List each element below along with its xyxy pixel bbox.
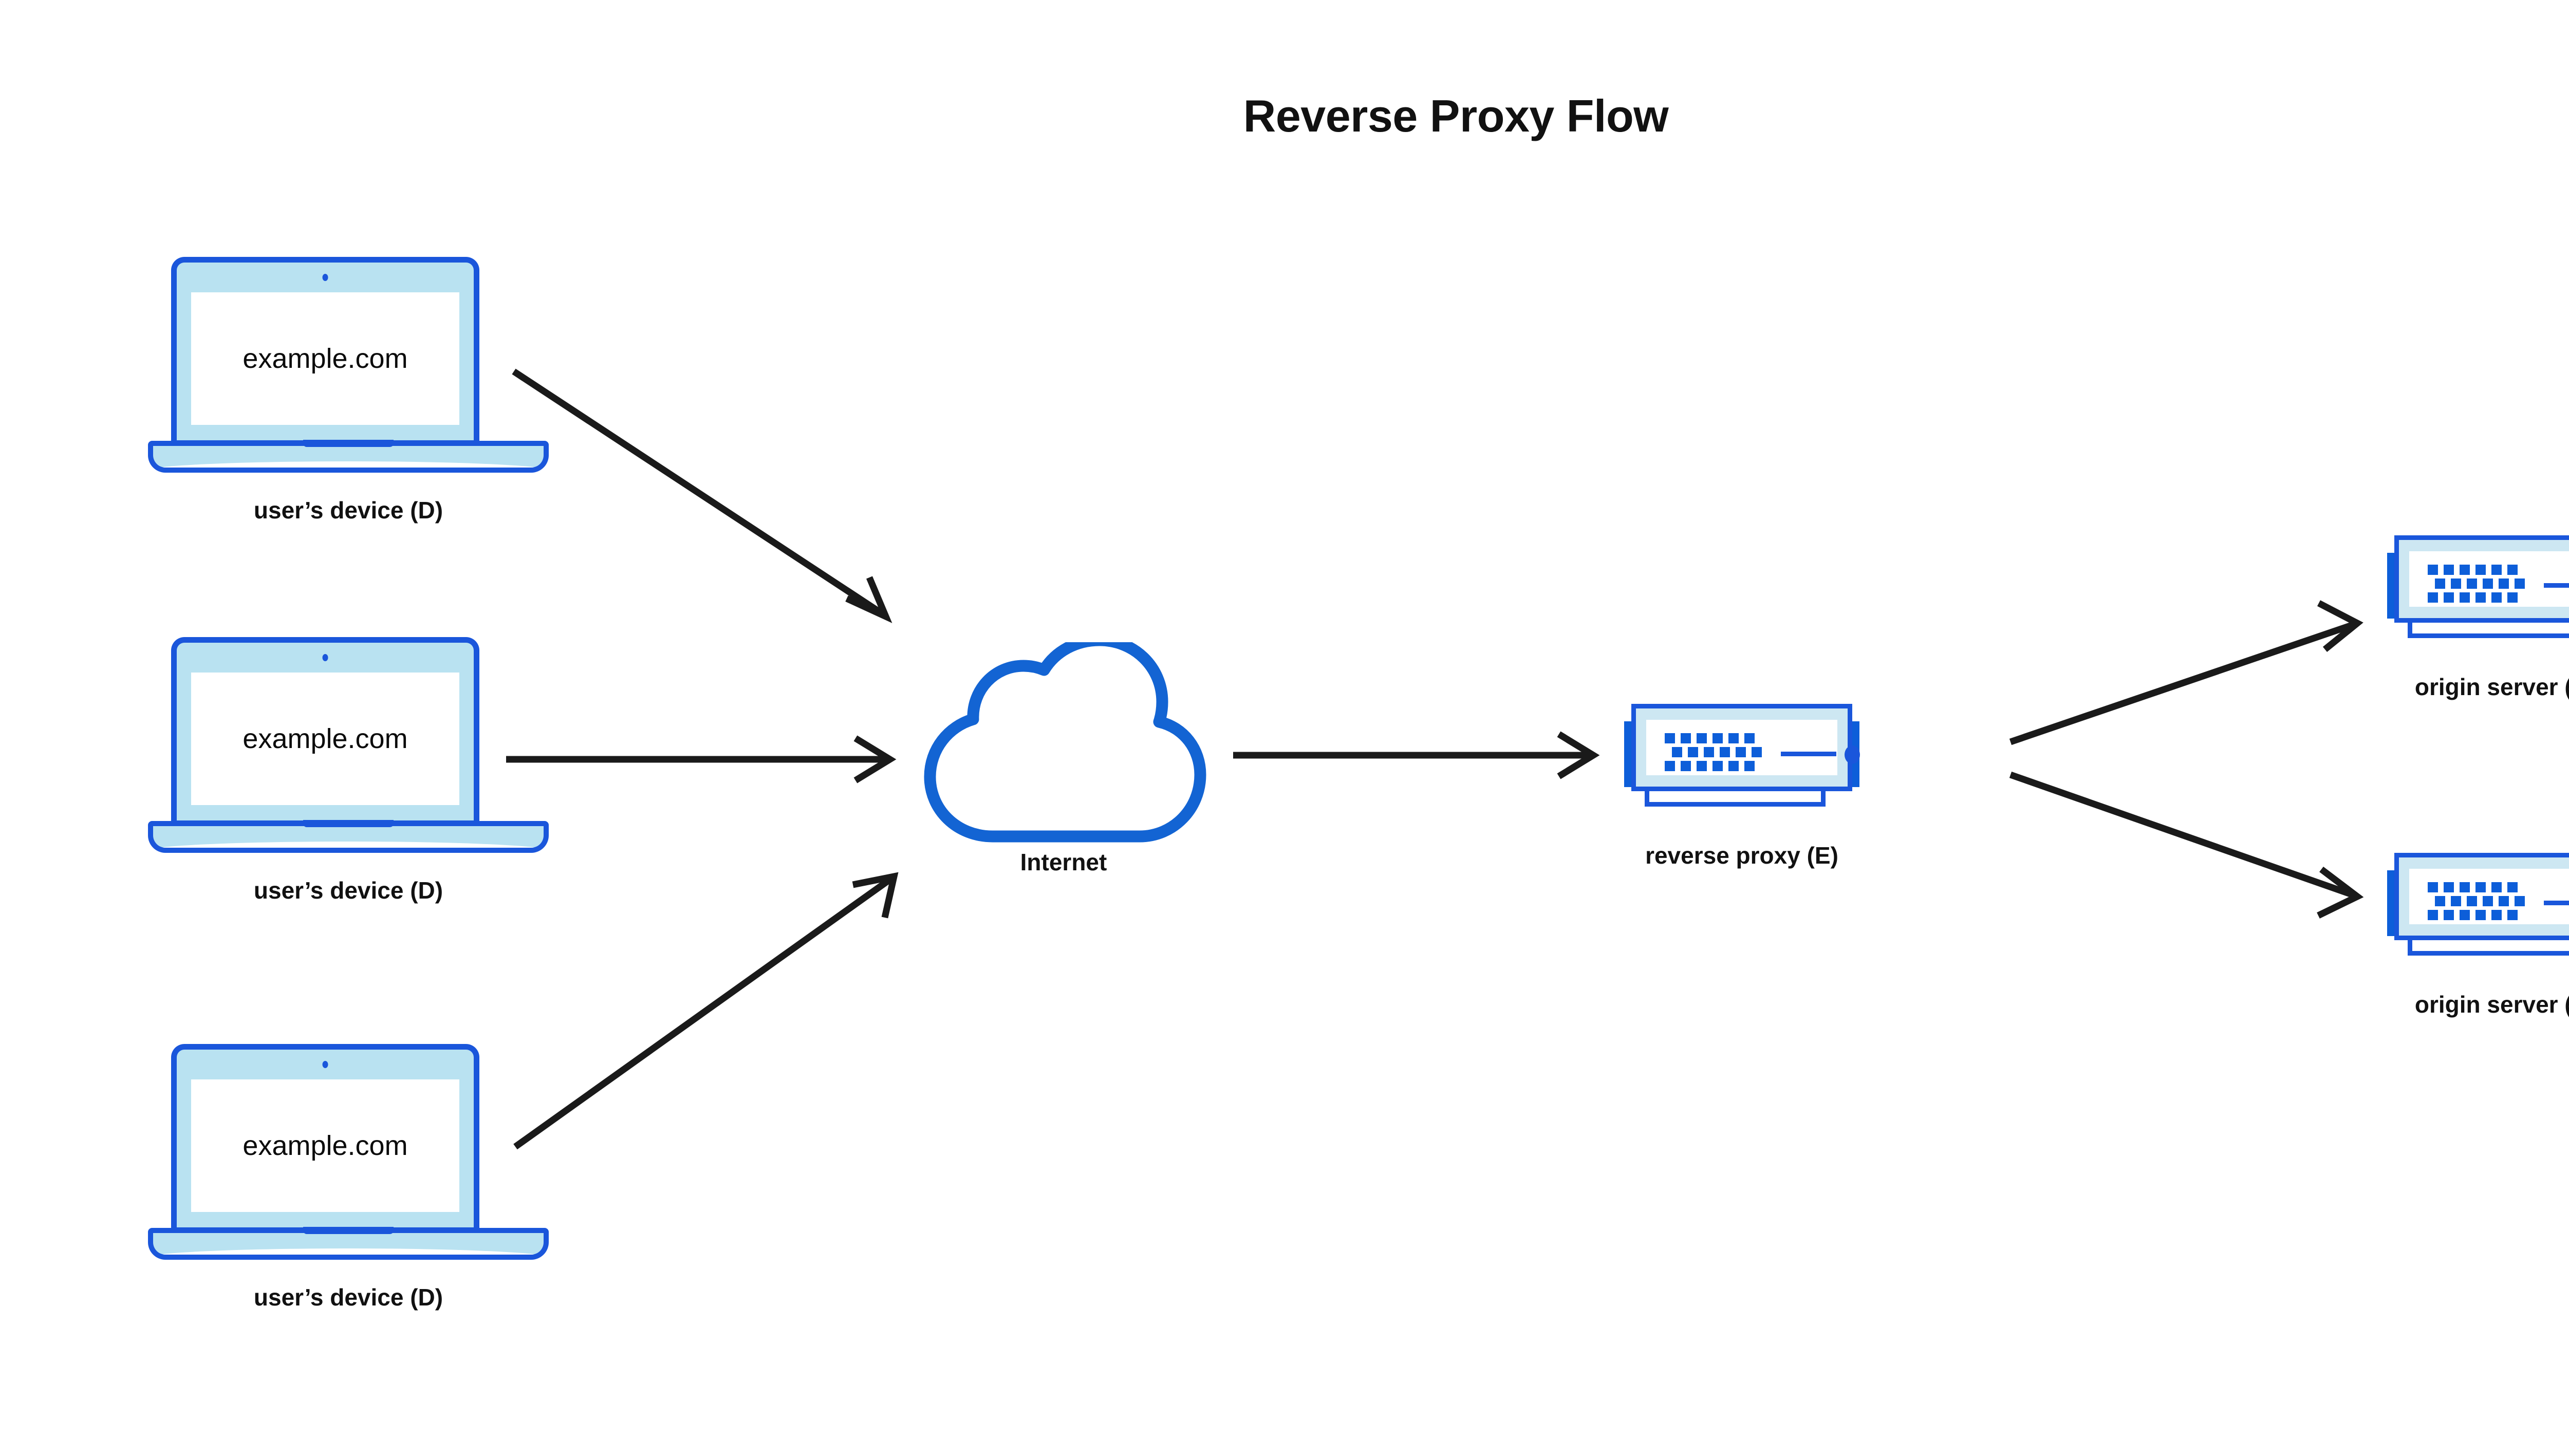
server-body [1631, 704, 1860, 791]
laptop-icon: example.com [148, 1044, 549, 1260]
node-label-origin-server-top: origin server (F) [2414, 674, 2569, 700]
node-reverse-proxy[interactable]: reverse proxy (E) [1624, 704, 1860, 879]
server-vent-dots [2428, 565, 2525, 603]
node-user-device-bottom[interactable]: example.com user’s device (D) [148, 1044, 549, 1332]
screen-url-text: example.com [243, 343, 408, 374]
edge-internet-to-reverse-proxy [1233, 731, 1600, 779]
screen-url-text: example.com [243, 1130, 408, 1161]
server-shelf [2408, 622, 2569, 638]
edge-reverse-proxy-to-origin-top [2009, 600, 2363, 745]
laptop-trackpad-notch [303, 440, 394, 447]
laptop-base-shine [153, 1248, 544, 1255]
node-internet[interactable]: Internet [915, 642, 1213, 899]
node-label-internet: Internet [1020, 849, 1107, 875]
server-body [2394, 535, 2569, 623]
laptop-trackpad-notch [303, 1227, 394, 1234]
camera-icon [322, 654, 328, 661]
node-label-user-device-top: user’s device (D) [253, 497, 443, 524]
laptop-base-shine [153, 461, 544, 468]
laptop-icon: example.com [148, 257, 549, 473]
server-icon [2387, 853, 2569, 956]
node-origin-server-top[interactable]: origin server (F) [2387, 535, 2569, 710]
edge-device-top-to-internet [512, 368, 892, 623]
edge-reverse-proxy-to-origin-bottom [2009, 771, 2364, 919]
server-body [2394, 853, 2569, 940]
node-label-origin-server-bottom: origin server (F) [2414, 991, 2569, 1018]
laptop-screen: example.com [191, 673, 459, 805]
laptop-trackpad-notch [303, 820, 394, 827]
server-icon [2387, 535, 2569, 638]
node-user-device-middle[interactable]: example.com user’s device (D) [148, 637, 549, 925]
node-label-user-device-middle: user’s device (D) [253, 877, 443, 904]
page-title: Reverse Proxy Flow [1243, 90, 1669, 141]
edge-device-middle-to-internet [506, 735, 897, 783]
server-shelf [2408, 939, 2569, 956]
server-face [2409, 869, 2569, 924]
camera-icon [322, 1061, 328, 1068]
cloud-icon [915, 642, 1213, 848]
server-status-line [1781, 752, 1836, 756]
server-status-line [2544, 583, 2569, 588]
node-label-reverse-proxy: reverse proxy (E) [1645, 842, 1838, 869]
server-status-line [2544, 901, 2569, 905]
server-icon [1624, 704, 1860, 807]
laptop-lid: example.com [171, 637, 479, 826]
screen-url-text: example.com [243, 723, 408, 754]
camera-icon [322, 274, 328, 281]
node-user-device-top[interactable]: example.com user’s device (D) [148, 257, 549, 545]
node-label-user-device-bottom: user’s device (D) [253, 1284, 443, 1311]
node-origin-server-bottom[interactable]: origin server (F) [2387, 853, 2569, 1028]
edge-device-bottom-to-internet [513, 872, 899, 1150]
server-shelf [1645, 790, 1826, 807]
server-face [1646, 720, 1860, 775]
laptop-icon: example.com [148, 637, 549, 853]
laptop-screen: example.com [191, 292, 459, 425]
server-vent-dots [1665, 733, 1762, 771]
laptop-base-shine [153, 842, 544, 848]
server-led-indicator [1845, 745, 1860, 764]
server-face [2409, 551, 2569, 607]
laptop-screen: example.com [191, 1079, 459, 1212]
laptop-lid: example.com [171, 257, 479, 446]
server-vent-dots [2428, 882, 2525, 920]
laptop-lid: example.com [171, 1044, 479, 1233]
